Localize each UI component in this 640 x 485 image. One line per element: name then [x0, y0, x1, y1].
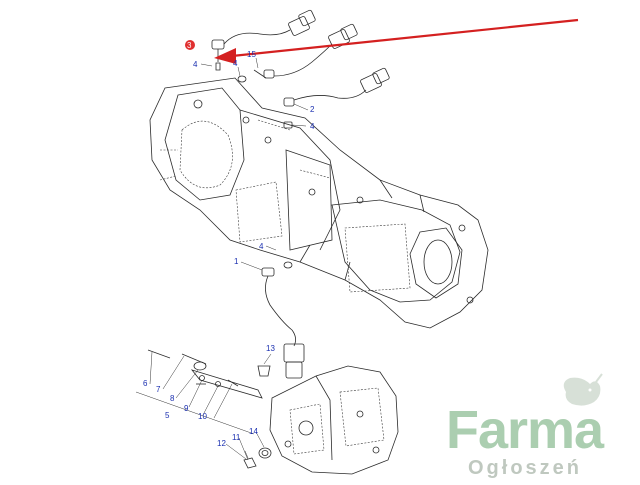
callout-6: 6 [143, 379, 148, 388]
small-parts [243, 447, 272, 469]
callout-10: 10 [198, 412, 207, 421]
callout-13: 13 [266, 344, 275, 353]
lower-housing [269, 365, 399, 475]
callout-3: 3 [187, 41, 192, 50]
callout-2: 2 [310, 105, 315, 114]
callout-5: 5 [165, 411, 170, 420]
watermark-pig-icon [563, 373, 603, 406]
callout-7: 7 [156, 385, 161, 394]
callout-4b: 4 [233, 59, 238, 68]
leader-lines [149, 57, 309, 461]
callout-4d: 4 [259, 242, 264, 251]
callout-1: 1 [234, 257, 239, 266]
callout-15: 15 [247, 50, 256, 59]
sensor-3-assembly [211, 9, 316, 71]
transmission-housing [149, 77, 489, 329]
watermark-tagline: Ogłoszeń [468, 457, 582, 479]
highlight-arrow [214, 18, 579, 64]
callout-4c: 4 [310, 122, 315, 131]
linkage-assembly [135, 349, 263, 435]
sensor-1-assembly [257, 261, 305, 379]
watermark: Farma Ogłoszeń [446, 373, 606, 479]
callout-11: 11 [232, 433, 241, 442]
callout-9: 9 [184, 404, 189, 413]
watermark-brand: Farma [446, 400, 605, 460]
sensor-15-assembly [237, 23, 358, 83]
sensor-2-assembly [283, 67, 390, 129]
callout-12: 12 [217, 439, 226, 448]
callout-4a: 4 [193, 60, 198, 69]
callout-labels: 3 4 4 15 2 4 4 1 13 6 7 8 9 5 10 12 11 1… [143, 40, 315, 448]
callout-14: 14 [249, 427, 258, 436]
highlight-marker [185, 40, 195, 50]
callout-8: 8 [170, 394, 175, 403]
